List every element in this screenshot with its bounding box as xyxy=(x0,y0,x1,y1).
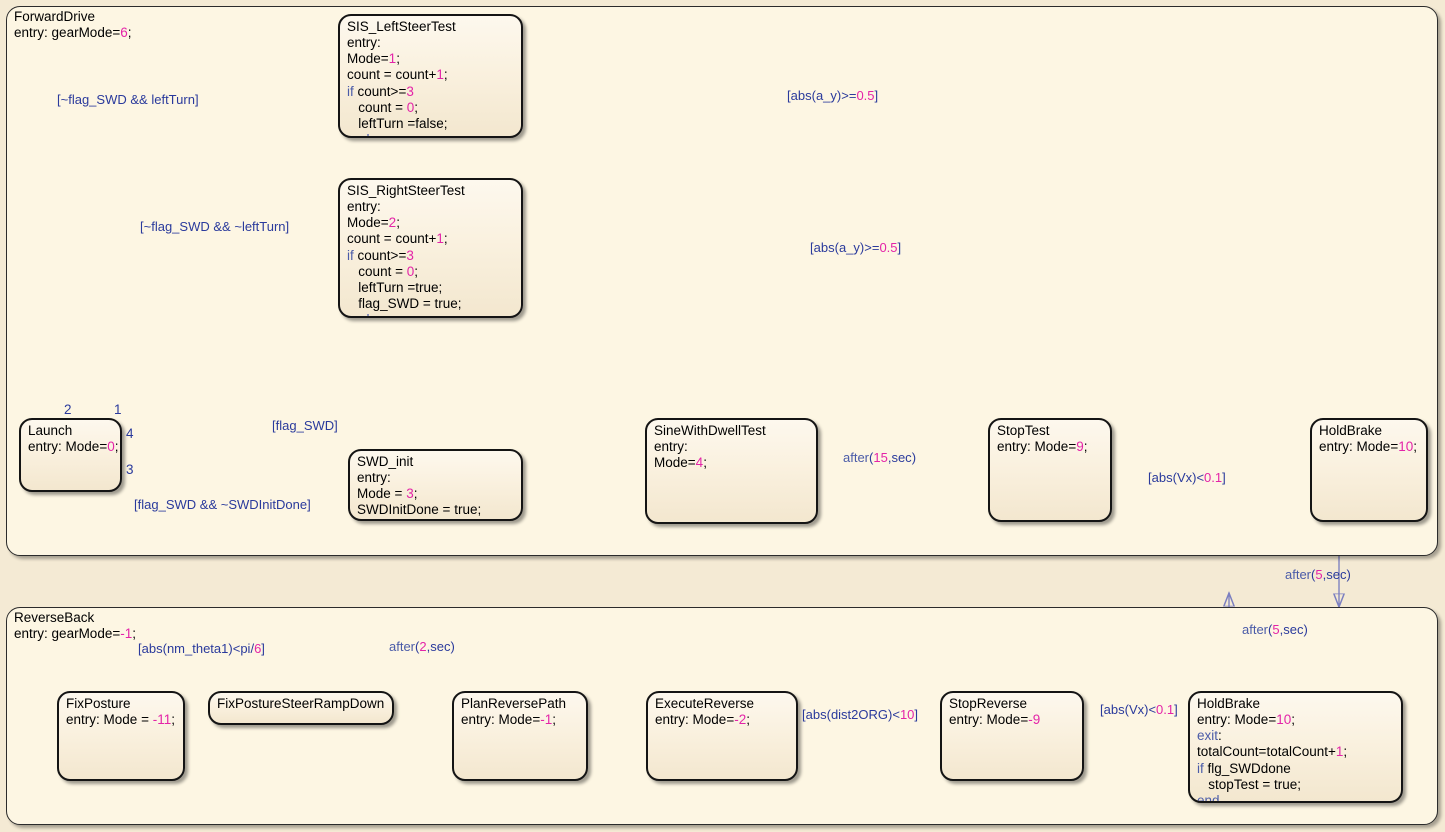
state-executereverse[interactable]: ExecuteReverse entry: Mode=-2; xyxy=(646,691,798,781)
state-swd-init-body: entry: Mode = 3; SWDInitDone = true; xyxy=(357,470,482,518)
state-sis-rightsteertest[interactable]: SIS_RightSteerTest entry: Mode=2; count … xyxy=(338,178,523,318)
port-number-1: 1 xyxy=(114,402,122,417)
state-launch-body: entry: Mode=0; xyxy=(28,439,119,454)
transition-label-flag-swd: [flag_SWD] xyxy=(272,418,338,433)
transition-label-ay-left: [abs(a_y)>=0.5] xyxy=(787,88,879,103)
transition-label-vx-forward: [abs(Vx)<0.1] xyxy=(1148,470,1226,485)
state-stopreverse-name: StopReverse xyxy=(949,696,1028,711)
state-sis-rightsteertest-name: SIS_RightSteerTest xyxy=(347,183,465,198)
port-number-3: 3 xyxy=(126,462,134,477)
state-holdbrake-reverse-body: entry: Mode=10; exit: totalCount=totalCo… xyxy=(1197,712,1348,803)
state-executereverse-name: ExecuteReverse xyxy=(655,696,755,711)
transition-label-after15: after(15,sec) xyxy=(843,450,917,465)
state-fixposture[interactable]: FixPosture entry: Mode = -11; xyxy=(57,691,185,781)
port-number-4: 4 xyxy=(126,426,134,441)
state-stoptest-body: entry: Mode=9; xyxy=(997,439,1088,454)
state-sis-leftsteertest[interactable]: SIS_LeftSteerTest entry: Mode=1; count =… xyxy=(338,14,523,138)
transition-label-right-steer: [~flag_SWD && ~leftTurn] xyxy=(140,219,290,234)
transition-label-after2: after(2,sec) xyxy=(389,639,455,654)
state-stopreverse[interactable]: StopReverse entry: Mode=-9 xyxy=(940,691,1084,781)
state-swd-init[interactable]: SWD_init entry: Mode = 3; SWDInitDone = … xyxy=(348,449,523,521)
state-fixposturesteerrampdown[interactable]: FixPostureSteerRampDown xyxy=(208,691,394,725)
state-sinewithdwelltest-name: SineWithDwellTest xyxy=(654,423,766,438)
state-holdbrake-reverse-name: HoldBrake xyxy=(1197,696,1261,711)
transition-label-ay-right: [abs(a_y)>=0.5] xyxy=(810,240,902,255)
state-planreversepath[interactable]: PlanReversePath entry: Mode=-1; xyxy=(452,691,588,781)
state-executereverse-body: entry: Mode=-2; xyxy=(655,712,750,727)
transition-label-after5-down: after(5,sec) xyxy=(1285,567,1351,582)
transition-label-theta: [abs(nm_theta1)<pi/6] xyxy=(138,641,265,656)
region-reverse-back-label: ReverseBack entry: gearMode=-1; xyxy=(14,610,137,641)
state-holdbrake-reverse[interactable]: HoldBrake entry: Mode=10; exit: totalCou… xyxy=(1188,691,1403,803)
state-swd-init-name: SWD_init xyxy=(357,454,414,469)
state-planreversepath-body: entry: Mode=-1; xyxy=(461,712,556,727)
state-sinewithdwelltest-body: entry: Mode=4; xyxy=(654,439,707,471)
state-sis-leftsteertest-name: SIS_LeftSteerTest xyxy=(347,19,456,34)
state-holdbrake-forward-name: HoldBrake xyxy=(1319,423,1383,438)
transition-label-dist2org: [abs(dist2ORG)<10] xyxy=(802,707,919,722)
state-fixposturesteerrampdown-name: FixPostureSteerRampDown xyxy=(217,696,385,711)
state-fixposture-body: entry: Mode = -11; xyxy=(66,712,176,727)
region-forward-drive-label: ForwardDrive entry: gearMode=6; xyxy=(14,9,132,40)
state-fixposture-name: FixPosture xyxy=(66,696,131,711)
port-number-2: 2 xyxy=(64,402,72,417)
transition-label-left-steer: [~flag_SWD && leftTurn] xyxy=(57,92,199,107)
state-stoptest[interactable]: StopTest entry: Mode=9; xyxy=(988,418,1112,522)
state-sis-rightsteertest-body: entry: Mode=2; count = count+1; if count… xyxy=(347,199,462,316)
state-launch-name: Launch xyxy=(28,423,73,438)
state-holdbrake-forward-body: entry: Mode=10; xyxy=(1319,439,1418,454)
state-sis-leftsteertest-body: entry: Mode=1; count = count+1; if count… xyxy=(347,35,448,136)
state-launch[interactable]: Launch entry: Mode=0; xyxy=(19,418,122,492)
transition-label-after5-up: after(5,sec) xyxy=(1242,622,1308,637)
state-sinewithdwelltest[interactable]: SineWithDwellTest entry: Mode=4; xyxy=(645,418,818,524)
state-stopreverse-body: entry: Mode=-9 xyxy=(949,712,1041,727)
state-planreversepath-name: PlanReversePath xyxy=(461,696,567,711)
state-stoptest-name: StopTest xyxy=(997,423,1050,438)
transition-label-vx-reverse: [abs(Vx)<0.1] xyxy=(1100,702,1178,717)
transition-label-flag-swd-init: [flag_SWD && ~SWDInitDone] xyxy=(134,497,311,512)
state-holdbrake-forward[interactable]: HoldBrake entry: Mode=10; xyxy=(1310,418,1428,522)
